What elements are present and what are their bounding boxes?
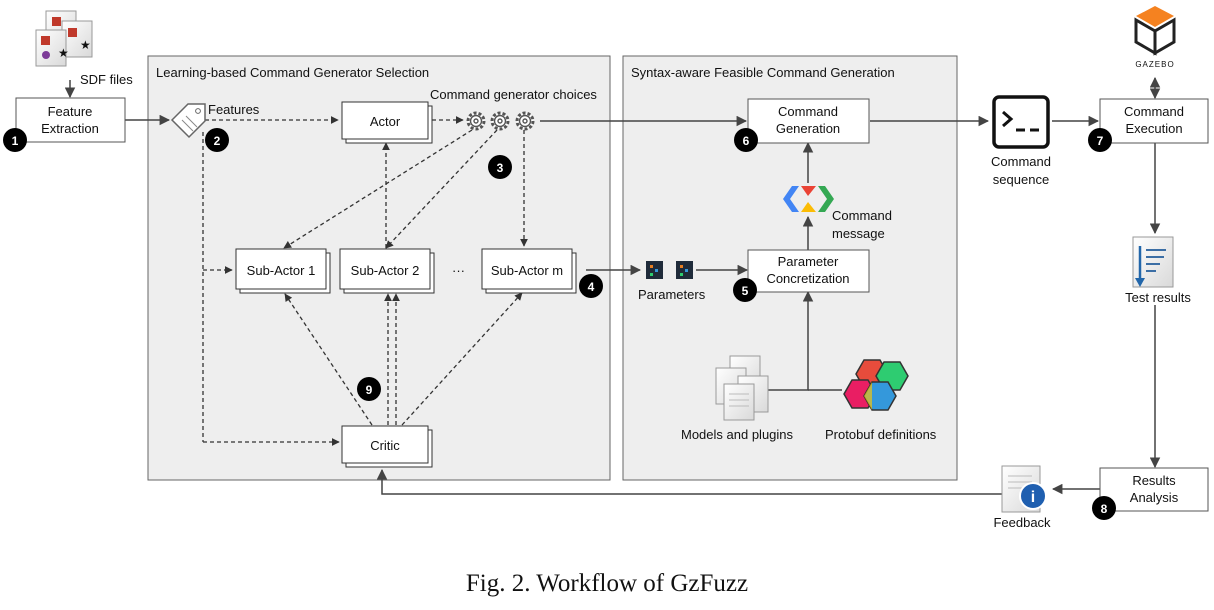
svg-text:2: 2 [214, 134, 221, 148]
feedback-label: Feedback [993, 515, 1051, 530]
features-label: Features [208, 102, 260, 117]
sdf-files-icon: ★ ★ [35, 10, 93, 67]
test-results-label: Test results [1125, 290, 1191, 305]
selection-panel-title: Learning-based Command Generator Selecti… [156, 65, 429, 80]
gazebo-logo-icon [1134, 6, 1176, 56]
actor-box: Actor [341, 101, 433, 144]
svg-text:i: i [1031, 489, 1035, 506]
command-generator-choices-label: Command generator choices [430, 87, 597, 102]
command-message-line2: message [832, 226, 885, 241]
parameter-icons [646, 261, 693, 279]
feature-extraction-line1: Feature [48, 104, 93, 119]
svg-text:1: 1 [12, 134, 19, 148]
step-badge-2: 2 [205, 128, 229, 152]
svg-text:7: 7 [1097, 134, 1104, 148]
command-execution-box: Command Execution [1099, 98, 1209, 144]
sub-actor-1-label: Sub-Actor 1 [247, 263, 316, 278]
test-results-icon [1132, 236, 1174, 288]
parameter-concretization-box: Parameter Concretization [747, 249, 870, 293]
svg-text:5: 5 [742, 284, 749, 298]
step-badges: 1 2 3 4 5 6 7 8 9 [3, 128, 1116, 520]
command-generation-line2: Generation [776, 121, 840, 136]
documents-icon [715, 355, 769, 421]
critic-label: Critic [370, 438, 400, 453]
svg-text:3: 3 [497, 161, 504, 175]
figure-caption: Fig. 2. Workflow of GzFuzz [465, 570, 749, 597]
models-and-plugins-label: Models and plugins [681, 427, 794, 442]
sub-actor-m-label: Sub-Actor m [491, 263, 563, 278]
feature-extraction-line2: Extraction [41, 121, 99, 136]
svg-text:6: 6 [743, 134, 750, 148]
svg-text:8: 8 [1101, 502, 1108, 516]
command-execution-line2: Execution [1125, 121, 1182, 136]
tag-icon [170, 103, 206, 139]
step-badge-8: 8 [1092, 496, 1116, 520]
step-badge-1: 1 [3, 128, 27, 152]
results-analysis-line2: Analysis [1130, 490, 1179, 505]
svg-text:★: ★ [58, 46, 69, 60]
parameter-icon [646, 261, 663, 279]
command-sequence-line1: Command [991, 154, 1051, 169]
step-badge-3: 3 [488, 155, 512, 179]
protobuf-logo-icon [783, 186, 834, 212]
sub-actor-2-box: Sub-Actor 2 [339, 248, 435, 294]
gear-icon [515, 111, 535, 131]
protobuf-cubes-icon [843, 359, 909, 411]
feature-extraction-box: Feature Extraction [15, 97, 126, 143]
command-generation-line1: Command [778, 104, 838, 119]
parameter-icon [676, 261, 693, 279]
feedback-icon: i [1001, 465, 1047, 513]
results-analysis-box: Results Analysis [1099, 467, 1209, 512]
results-analysis-line1: Results [1132, 473, 1176, 488]
step-badge-9: 9 [357, 377, 381, 401]
gear-icons [466, 111, 535, 131]
parameter-concretization-line2: Concretization [766, 271, 849, 286]
svg-text:4: 4 [588, 280, 595, 294]
terminal-icon [992, 95, 1050, 149]
gazebo-wordmark: GAZEBO [1135, 60, 1174, 69]
gear-icon [490, 111, 510, 131]
connectors [64, 76, 1161, 495]
actor-label: Actor [370, 114, 401, 129]
sdf-files-label: SDF files [80, 72, 133, 87]
sub-actor-1-box: Sub-Actor 1 [235, 248, 331, 294]
svg-text:9: 9 [366, 383, 373, 397]
command-sequence-line2: sequence [993, 172, 1049, 187]
step-badge-5: 5 [733, 278, 757, 302]
sub-actor-2-label: Sub-Actor 2 [351, 263, 420, 278]
critic-box: Critic [341, 425, 433, 468]
protobuf-definitions-label: Protobuf definitions [825, 427, 937, 442]
gear-icon [466, 111, 486, 131]
step-badge-6: 6 [734, 128, 758, 152]
generation-panel-title: Syntax-aware Feasible Command Generation [631, 65, 895, 80]
parameter-concretization-line1: Parameter [778, 254, 839, 269]
svg-text:★: ★ [80, 38, 91, 52]
parameters-label: Parameters [638, 287, 706, 302]
sub-actor-m-box: Sub-Actor m [481, 248, 577, 294]
step-badge-7: 7 [1088, 128, 1112, 152]
sub-actor-ellipsis: ··· [452, 263, 465, 278]
command-message-line1: Command [832, 208, 892, 223]
command-generation-box: Command Generation [747, 98, 870, 144]
command-execution-line1: Command [1124, 104, 1184, 119]
step-badge-4: 4 [579, 274, 603, 298]
